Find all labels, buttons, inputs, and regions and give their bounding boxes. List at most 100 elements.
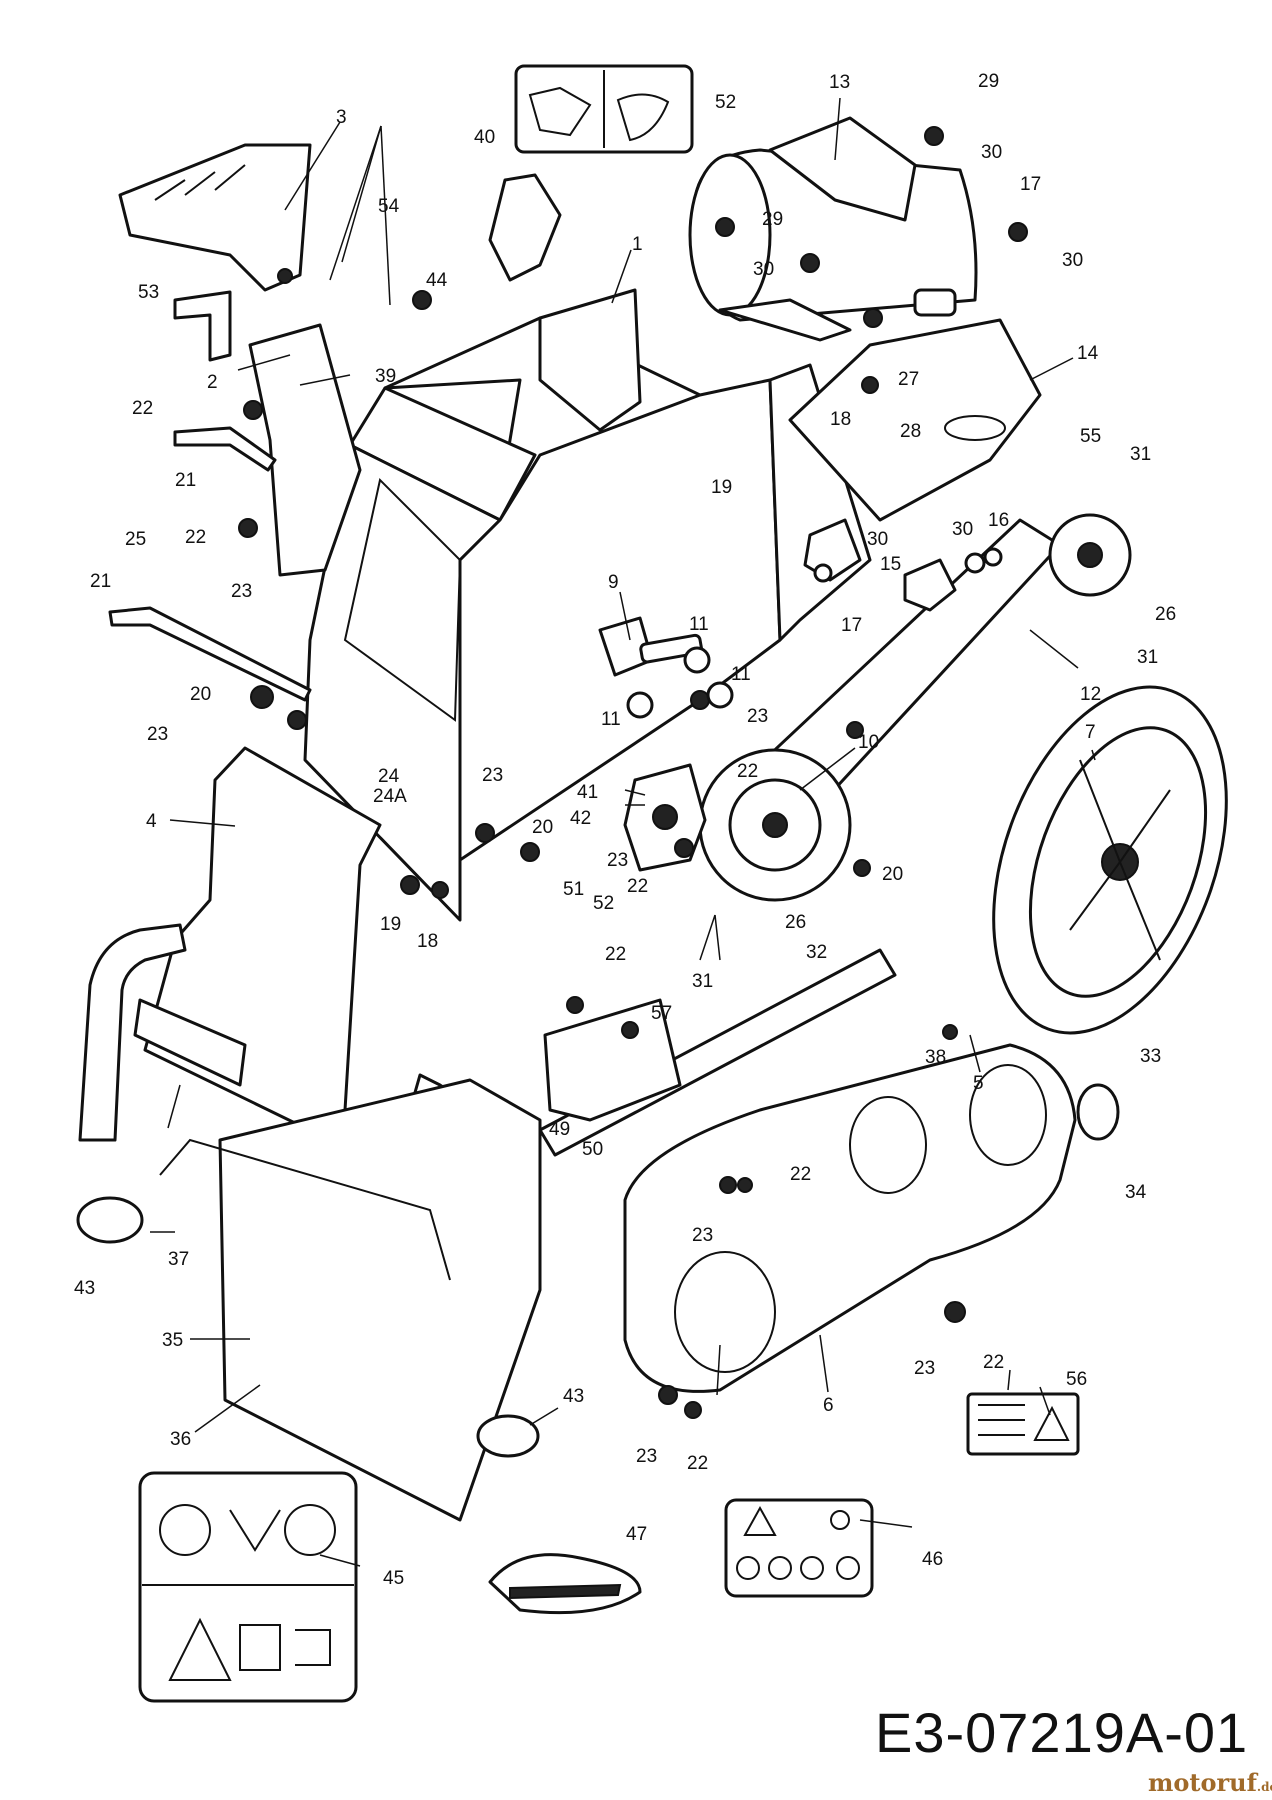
callout-21b: 21 (90, 571, 111, 592)
drawing-code: E3-07219A-01 (875, 1701, 1249, 1764)
grommet-right (476, 1414, 540, 1458)
callout-20c: 20 (882, 864, 903, 885)
callout-6: 6 (823, 1395, 834, 1416)
callout-27: 27 (898, 369, 919, 390)
callout-4: 4 (146, 811, 157, 832)
callout-36: 36 (170, 1429, 191, 1450)
wheel (992, 685, 1228, 1035)
callout-22b: 22 (185, 527, 206, 548)
label-45-safety-decal (138, 1471, 358, 1703)
lower-plate (543, 998, 682, 1122)
callout-20b: 20 (532, 817, 553, 838)
callout-29b: 29 (762, 209, 783, 230)
grommet-left (76, 1196, 144, 1244)
callout-labels: 1 2 3 4 5 6 7 9 10 11 11 11 12 13 14 15 … (74, 71, 1176, 1589)
callout-22e: 22 (605, 944, 626, 965)
callout-39: 39 (375, 366, 396, 387)
callout-11a: 11 (689, 614, 709, 635)
callout-14: 14 (1077, 343, 1099, 364)
callout-17a: 17 (1020, 174, 1041, 195)
callout-41: 41 (577, 782, 598, 803)
fasteners (238, 126, 1028, 1419)
rod-upper (173, 426, 277, 472)
callout-19a: 19 (711, 477, 732, 498)
hub-cap (1076, 1083, 1120, 1141)
callout-35: 35 (162, 1330, 183, 1351)
callout-52b: 52 (593, 893, 614, 914)
callout-29a: 29 (978, 71, 999, 92)
label-46-warning-decal (724, 1498, 874, 1598)
callout-26a: 26 (1155, 604, 1176, 625)
callout-34: 34 (1125, 1182, 1147, 1203)
collection-box (159, 1078, 542, 1522)
callout-30d: 30 (867, 529, 888, 550)
watermark-logo: motoruf.de (1148, 1768, 1272, 1797)
callout-51: 51 (563, 879, 584, 900)
callout-20a: 20 (190, 684, 211, 705)
callout-9: 9 (608, 572, 619, 593)
callout-5: 5 (973, 1073, 984, 1094)
callout-13: 13 (829, 72, 850, 93)
main-frame (303, 288, 872, 922)
callout-22d: 22 (627, 876, 648, 897)
callout-11c: 11 (601, 709, 621, 730)
callout-7: 7 (1085, 722, 1096, 743)
knob (488, 173, 562, 282)
callout-23f: 23 (692, 1225, 713, 1246)
leader-lines (150, 97, 1096, 1567)
callout-18a: 18 (830, 409, 851, 430)
callout-12: 12 (1080, 684, 1101, 705)
hinge-bracket (173, 290, 232, 362)
callout-32: 32 (806, 942, 827, 963)
callout-26b: 26 (785, 912, 806, 933)
callout-23b: 23 (147, 724, 168, 745)
pivot-bracket-parts (803, 518, 1003, 612)
callout-10: 10 (858, 732, 879, 753)
callout-44: 44 (426, 270, 448, 291)
callout-15: 15 (880, 554, 901, 575)
callout-22c: 22 (737, 761, 758, 782)
callout-55: 55 (1080, 426, 1101, 447)
shaft-assembly (598, 616, 734, 719)
callout-45: 45 (383, 1568, 404, 1589)
callout-1: 1 (632, 234, 643, 255)
callout-38: 38 (925, 1047, 946, 1068)
callout-23g: 23 (914, 1358, 935, 1379)
rod-lower (108, 606, 312, 702)
callout-30a: 30 (981, 142, 1002, 163)
callout-17b: 17 (841, 615, 862, 636)
callout-30c: 30 (753, 259, 774, 280)
callout-31a: 31 (1130, 444, 1151, 465)
callout-28: 28 (900, 421, 921, 442)
callout-22f: 22 (790, 1164, 811, 1185)
callout-40: 40 (474, 127, 495, 148)
callout-56: 56 (1066, 1369, 1087, 1390)
callout-22h: 22 (687, 1453, 708, 1474)
watermark-suffix: .de (1256, 1780, 1272, 1794)
callout-43b: 43 (563, 1386, 584, 1407)
callout-22a: 22 (132, 398, 153, 419)
callout-23a: 23 (231, 581, 252, 602)
callout-16: 16 (988, 510, 1009, 531)
callout-31c: 31 (692, 971, 713, 992)
chute-bracket (248, 323, 362, 577)
label-52-warning-decal (514, 64, 694, 154)
callout-50: 50 (582, 1139, 603, 1160)
callout-18b: 18 (417, 931, 438, 952)
callout-52a: 52 (715, 92, 736, 113)
callout-2: 2 (207, 372, 218, 393)
callout-53: 53 (138, 282, 159, 303)
discharge-chute (118, 143, 312, 292)
callout-49: 49 (549, 1119, 570, 1140)
callout-11b: 11 (731, 664, 751, 685)
callout-24: 24 (378, 766, 400, 787)
callout-46: 46 (922, 1549, 943, 1570)
callout-37: 37 (168, 1249, 189, 1270)
callout-30b: 30 (1062, 250, 1083, 271)
engine-mount-plate (788, 318, 1042, 522)
callout-23h: 23 (636, 1446, 657, 1467)
callout-19b: 19 (380, 914, 401, 935)
callout-21a: 21 (175, 470, 196, 491)
engine-mount-slot (944, 415, 1006, 441)
label-56-small-decal (966, 1392, 1080, 1456)
